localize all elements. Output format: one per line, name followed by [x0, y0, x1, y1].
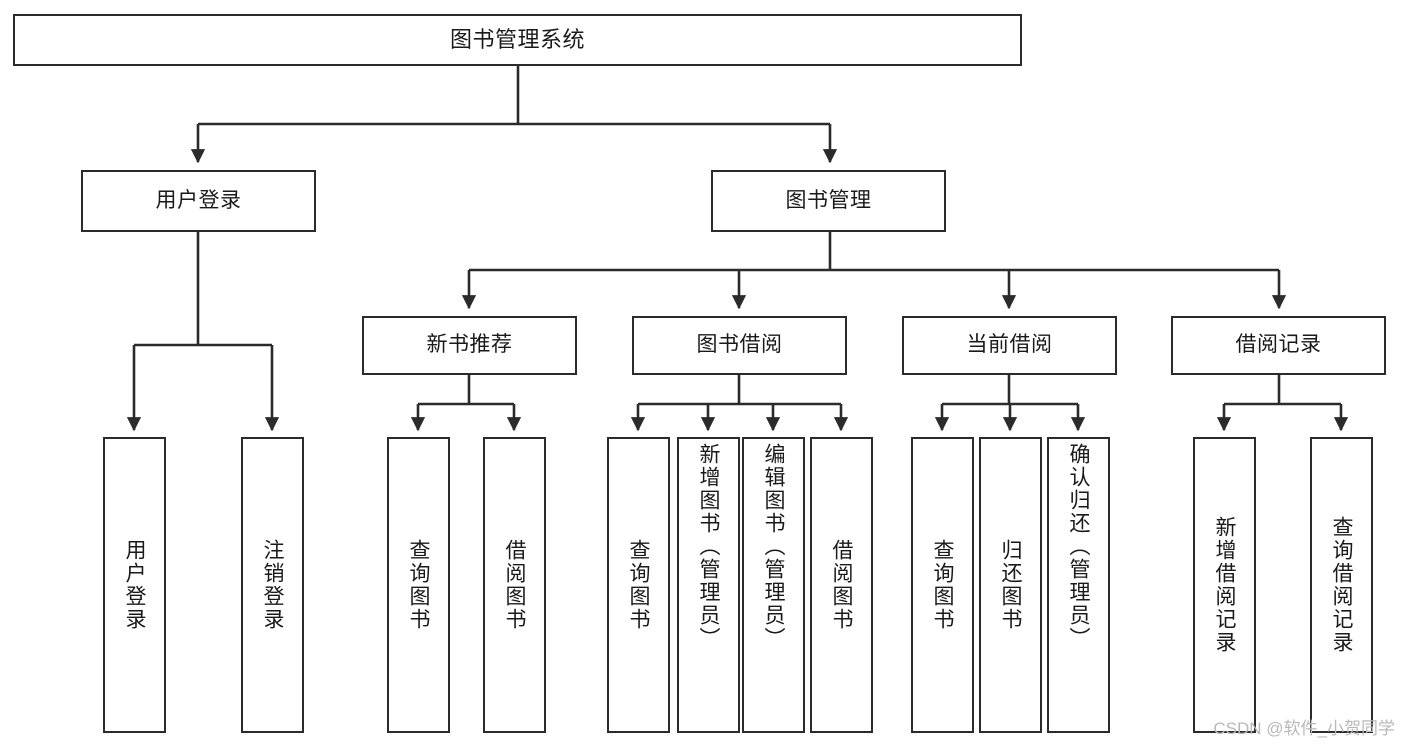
node-label: 编辑图书（管理员） — [762, 443, 785, 650]
node-label: 借阅图书 — [830, 539, 853, 631]
node-leaf-add-borrow-record[interactable]: 新增借阅记录 — [1193, 437, 1256, 733]
node-leaf-query-borrow-record[interactable]: 查询借阅记录 — [1310, 437, 1373, 733]
node-label: 图书管理系统 — [449, 27, 585, 53]
node-label: 借阅图书 — [503, 539, 526, 631]
node-borrowing-records[interactable]: 借阅记录 — [1171, 316, 1386, 375]
node-leaf-confirm-return-admin[interactable]: 确认归还（管理员） — [1047, 437, 1110, 733]
node-new-book-recommendation[interactable]: 新书推荐 — [362, 316, 577, 375]
node-leaf-add-book-admin[interactable]: 新增图书（管理员） — [677, 437, 740, 733]
node-label: 用户登录 — [155, 188, 242, 212]
node-leaf-query-book-newbook[interactable]: 查询图书 — [387, 437, 450, 733]
node-book-management[interactable]: 图书管理 — [711, 170, 946, 232]
node-user-login[interactable]: 用户登录 — [81, 170, 316, 232]
node-label: 查询借阅记录 — [1330, 516, 1353, 654]
node-label: 归还图书 — [999, 539, 1022, 631]
node-label: 确认归还（管理员） — [1067, 443, 1090, 650]
node-label: 新书推荐 — [426, 333, 513, 357]
node-current-borrowing[interactable]: 当前借阅 — [902, 316, 1117, 375]
node-label: 新增借阅记录 — [1213, 516, 1236, 654]
node-label: 图书借阅 — [696, 333, 783, 357]
node-label: 借阅记录 — [1235, 333, 1322, 357]
node-label: 查询图书 — [627, 539, 650, 631]
node-leaf-edit-book-admin[interactable]: 编辑图书（管理员） — [742, 437, 805, 733]
node-label: 新增图书（管理员） — [697, 443, 720, 650]
node-label: 用户登录 — [123, 539, 146, 631]
node-label: 注销登录 — [261, 539, 284, 631]
node-leaf-borrow-book-borrow[interactable]: 借阅图书 — [810, 437, 873, 733]
node-book-borrowing[interactable]: 图书借阅 — [632, 316, 847, 375]
node-label: 图书管理 — [785, 188, 872, 212]
node-leaf-return-book[interactable]: 归还图书 — [979, 437, 1042, 733]
node-leaf-borrow-book-newbook[interactable]: 借阅图书 — [483, 437, 546, 733]
node-leaf-query-book-borrow[interactable]: 查询图书 — [607, 437, 670, 733]
node-root-book-management-system[interactable]: 图书管理系统 — [13, 14, 1022, 66]
node-label: 查询图书 — [931, 539, 954, 631]
node-label: 当前借阅 — [966, 333, 1053, 357]
node-leaf-logout[interactable]: 注销登录 — [241, 437, 304, 733]
node-label: 查询图书 — [407, 539, 430, 631]
node-leaf-query-book-current[interactable]: 查询图书 — [911, 437, 974, 733]
node-leaf-user-login[interactable]: 用户登录 — [103, 437, 166, 733]
